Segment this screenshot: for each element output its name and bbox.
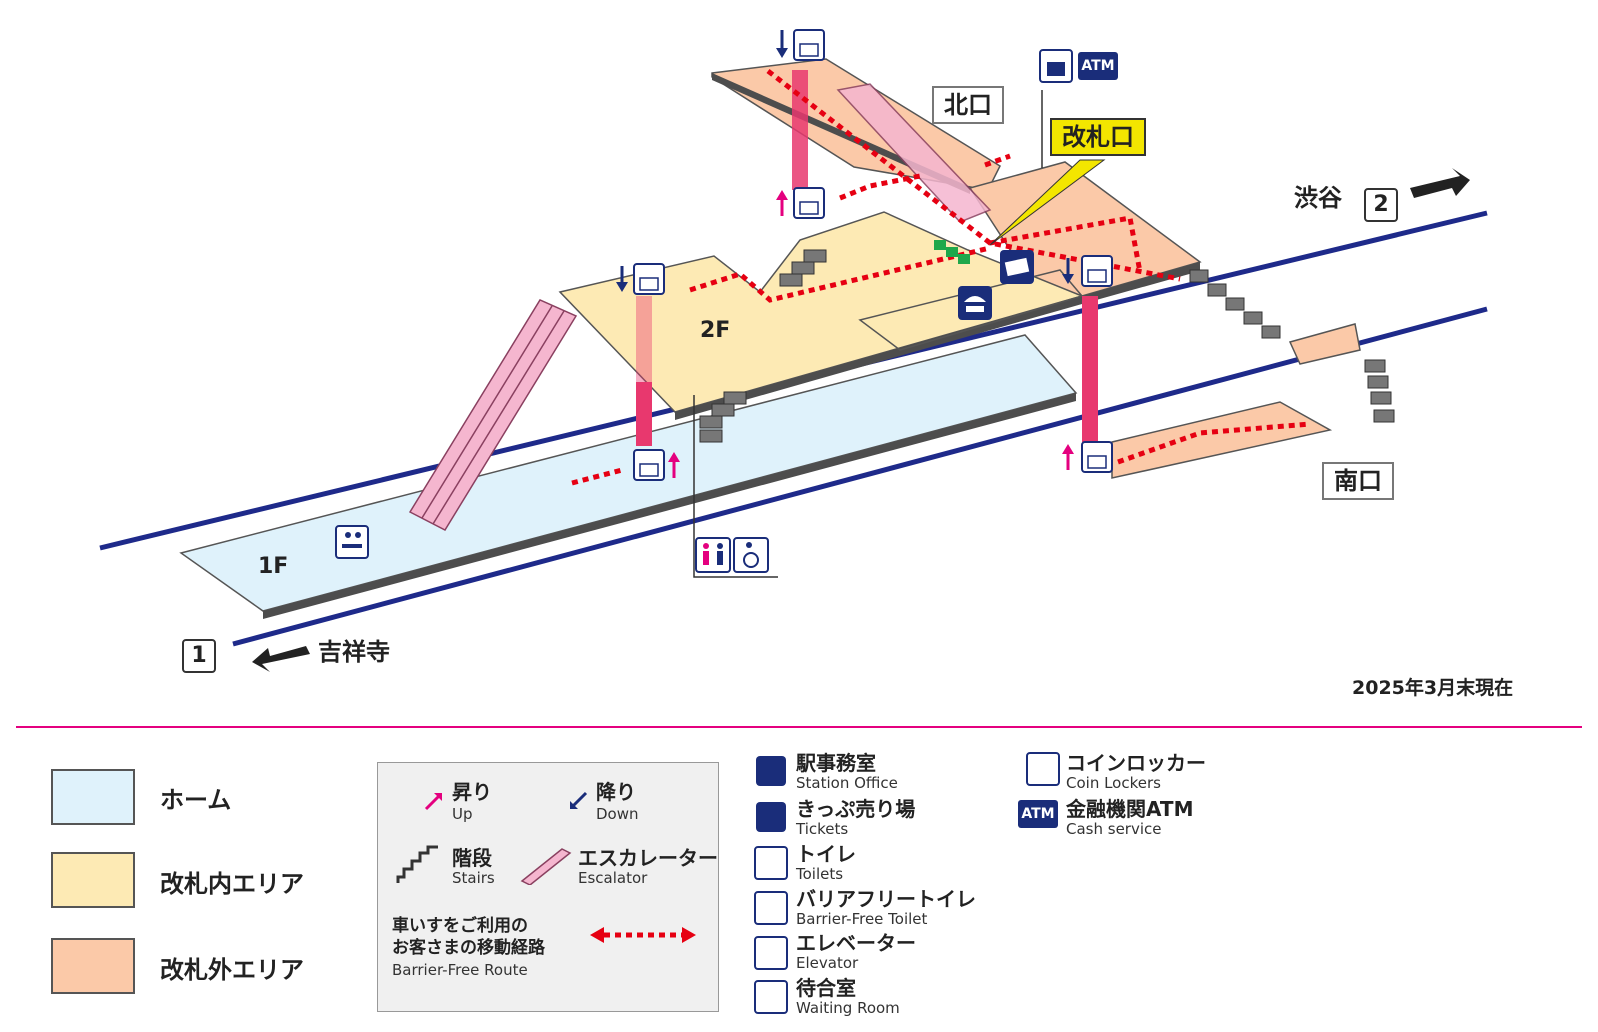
legend-escalator-en: Escalator	[578, 869, 648, 887]
legend-down-jp: 降り	[596, 780, 636, 804]
south-walkway	[1111, 401, 1333, 479]
legend-escalator-jp: エスカレーター	[578, 846, 718, 870]
legend-barrier-free-toilet-en: Barrier-Free Toilet	[796, 910, 928, 928]
legend-swatch-unpaid-area	[51, 938, 135, 994]
track-line-lower	[232, 306, 1488, 647]
up-arrow-icon	[776, 190, 788, 216]
legend-station-office-jp: 駅事務室	[796, 751, 876, 775]
toilet-icon	[754, 846, 788, 880]
ticket-gates	[934, 240, 970, 264]
up-arrow-icon	[1062, 444, 1074, 470]
concourse-2f-edge	[675, 296, 1082, 420]
ticket-icon	[756, 802, 786, 832]
legend-swatch-paid-area	[51, 852, 135, 908]
legend-coin-lockers-jp: コインロッカー	[1066, 751, 1206, 775]
station-office-icon	[958, 286, 992, 320]
legend-unpaid-area-label: 改札外エリア	[160, 956, 304, 984]
stairs-2f-to-1f	[699, 249, 827, 443]
north-exit-label: 北口	[932, 86, 1004, 124]
legend-swatch-platform	[51, 769, 135, 825]
elevator-icon	[793, 29, 825, 61]
legend-divider	[16, 726, 1582, 728]
elevator-icon	[1081, 441, 1113, 473]
ticket-icon	[1000, 250, 1034, 284]
atm-icon: ATM	[1078, 52, 1118, 80]
platform-1f	[179, 334, 1078, 612]
waiting-room-icon	[754, 980, 788, 1014]
track-1-badge: 1	[182, 639, 216, 673]
up-arrow-icon	[668, 452, 680, 478]
legend-waiting-room-jp: 待合室	[796, 976, 856, 1000]
legend-station-office-en: Station Office	[796, 774, 898, 792]
up-arrow-icon	[424, 793, 442, 811]
legend-up-jp: 昇り	[452, 780, 492, 804]
legend-waiting-room-en: Waiting Room	[796, 999, 900, 1017]
legend-toilets-jp: トイレ	[796, 842, 856, 866]
elevator-shafts	[636, 70, 1098, 446]
legend-atm-en: Cash service	[1066, 820, 1162, 838]
legend-tickets-en: Tickets	[796, 820, 849, 838]
elevator-icon	[633, 263, 665, 295]
route-arrow-icon	[590, 927, 696, 943]
legend-toilets-en: Toilets	[796, 865, 844, 883]
wheelchair-icon	[733, 537, 769, 573]
floor-2f-label: 2F	[700, 318, 731, 343]
barrier-free-route	[571, 69, 1311, 486]
stairs-icon	[396, 845, 438, 883]
south-exit-label: 南口	[1322, 462, 1394, 500]
ticket-gate-callout-pointer	[989, 159, 1106, 246]
legend-paid-area-label: 改札内エリア	[160, 870, 304, 898]
atm-icon: ATM	[1018, 800, 1058, 828]
elevator-icon	[754, 936, 788, 970]
toilet-icon	[695, 537, 731, 573]
legend-route-jp-2: お客さまの移動経路	[392, 938, 545, 958]
direction-shibuya-label: 渋谷	[1294, 184, 1342, 212]
waiting-room-icon	[335, 525, 369, 559]
coin-locker-icon	[1039, 49, 1073, 83]
ticket-gate-label: 改札口	[1050, 118, 1146, 156]
unpaid-concourse-edge	[1082, 262, 1200, 304]
down-arrow-icon	[616, 266, 628, 292]
legend-coin-lockers-en: Coin Lockers	[1066, 774, 1161, 792]
elevator-icon	[633, 449, 665, 481]
escalator-icon	[520, 848, 572, 885]
escalator-platform	[408, 299, 578, 531]
legend-stairs-en: Stairs	[452, 869, 495, 887]
legend-down-en: Down	[596, 805, 639, 823]
direction-kichijoji-label: 吉祥寺	[318, 638, 390, 666]
wheelchair-icon	[754, 891, 788, 925]
arrow-to-kichijoji-icon	[252, 646, 310, 672]
elevator-icon	[1081, 255, 1113, 287]
legend-stairs-jp: 階段	[452, 846, 492, 870]
down-arrow-icon	[776, 30, 788, 58]
track-2-badge: 2	[1364, 188, 1398, 222]
legend-platform-label: ホーム	[160, 786, 232, 814]
legend-atm-jp: 金融機関ATM	[1066, 797, 1194, 821]
platform-1f-edge	[263, 393, 1076, 619]
stairs-south	[1189, 269, 1395, 423]
as-of-date: 2025年3月末現在	[1352, 677, 1514, 699]
station-office-icon	[756, 756, 786, 786]
down-arrow-icon	[570, 791, 588, 809]
legend-route-en: Barrier-Free Route	[392, 961, 528, 979]
legend-route-jp-1: 車いすをご利用の	[392, 916, 528, 936]
elevator-icon	[793, 187, 825, 219]
north-deck	[711, 58, 1001, 191]
legend-tickets-jp: きっぷ売り場	[796, 797, 916, 821]
legend-barrier-free-toilet-jp: バリアフリートイレ	[796, 887, 976, 911]
toilet-leader-line	[693, 395, 778, 578]
legend-up-en: Up	[452, 805, 473, 823]
down-arrow-icon	[1062, 258, 1074, 284]
symbols-legend-panel: 昇り Up 降り Down 階段 Stairs エスカレーター Escalato…	[377, 762, 719, 1012]
arrow-to-shibuya-icon	[1410, 168, 1470, 198]
coin-locker-icon	[1026, 752, 1060, 786]
legend-elevator-jp: エレベーター	[796, 931, 916, 955]
floor-1f-label: 1F	[258, 554, 289, 579]
legend-elevator-en: Elevator	[796, 954, 859, 972]
south-landing	[1288, 323, 1361, 365]
